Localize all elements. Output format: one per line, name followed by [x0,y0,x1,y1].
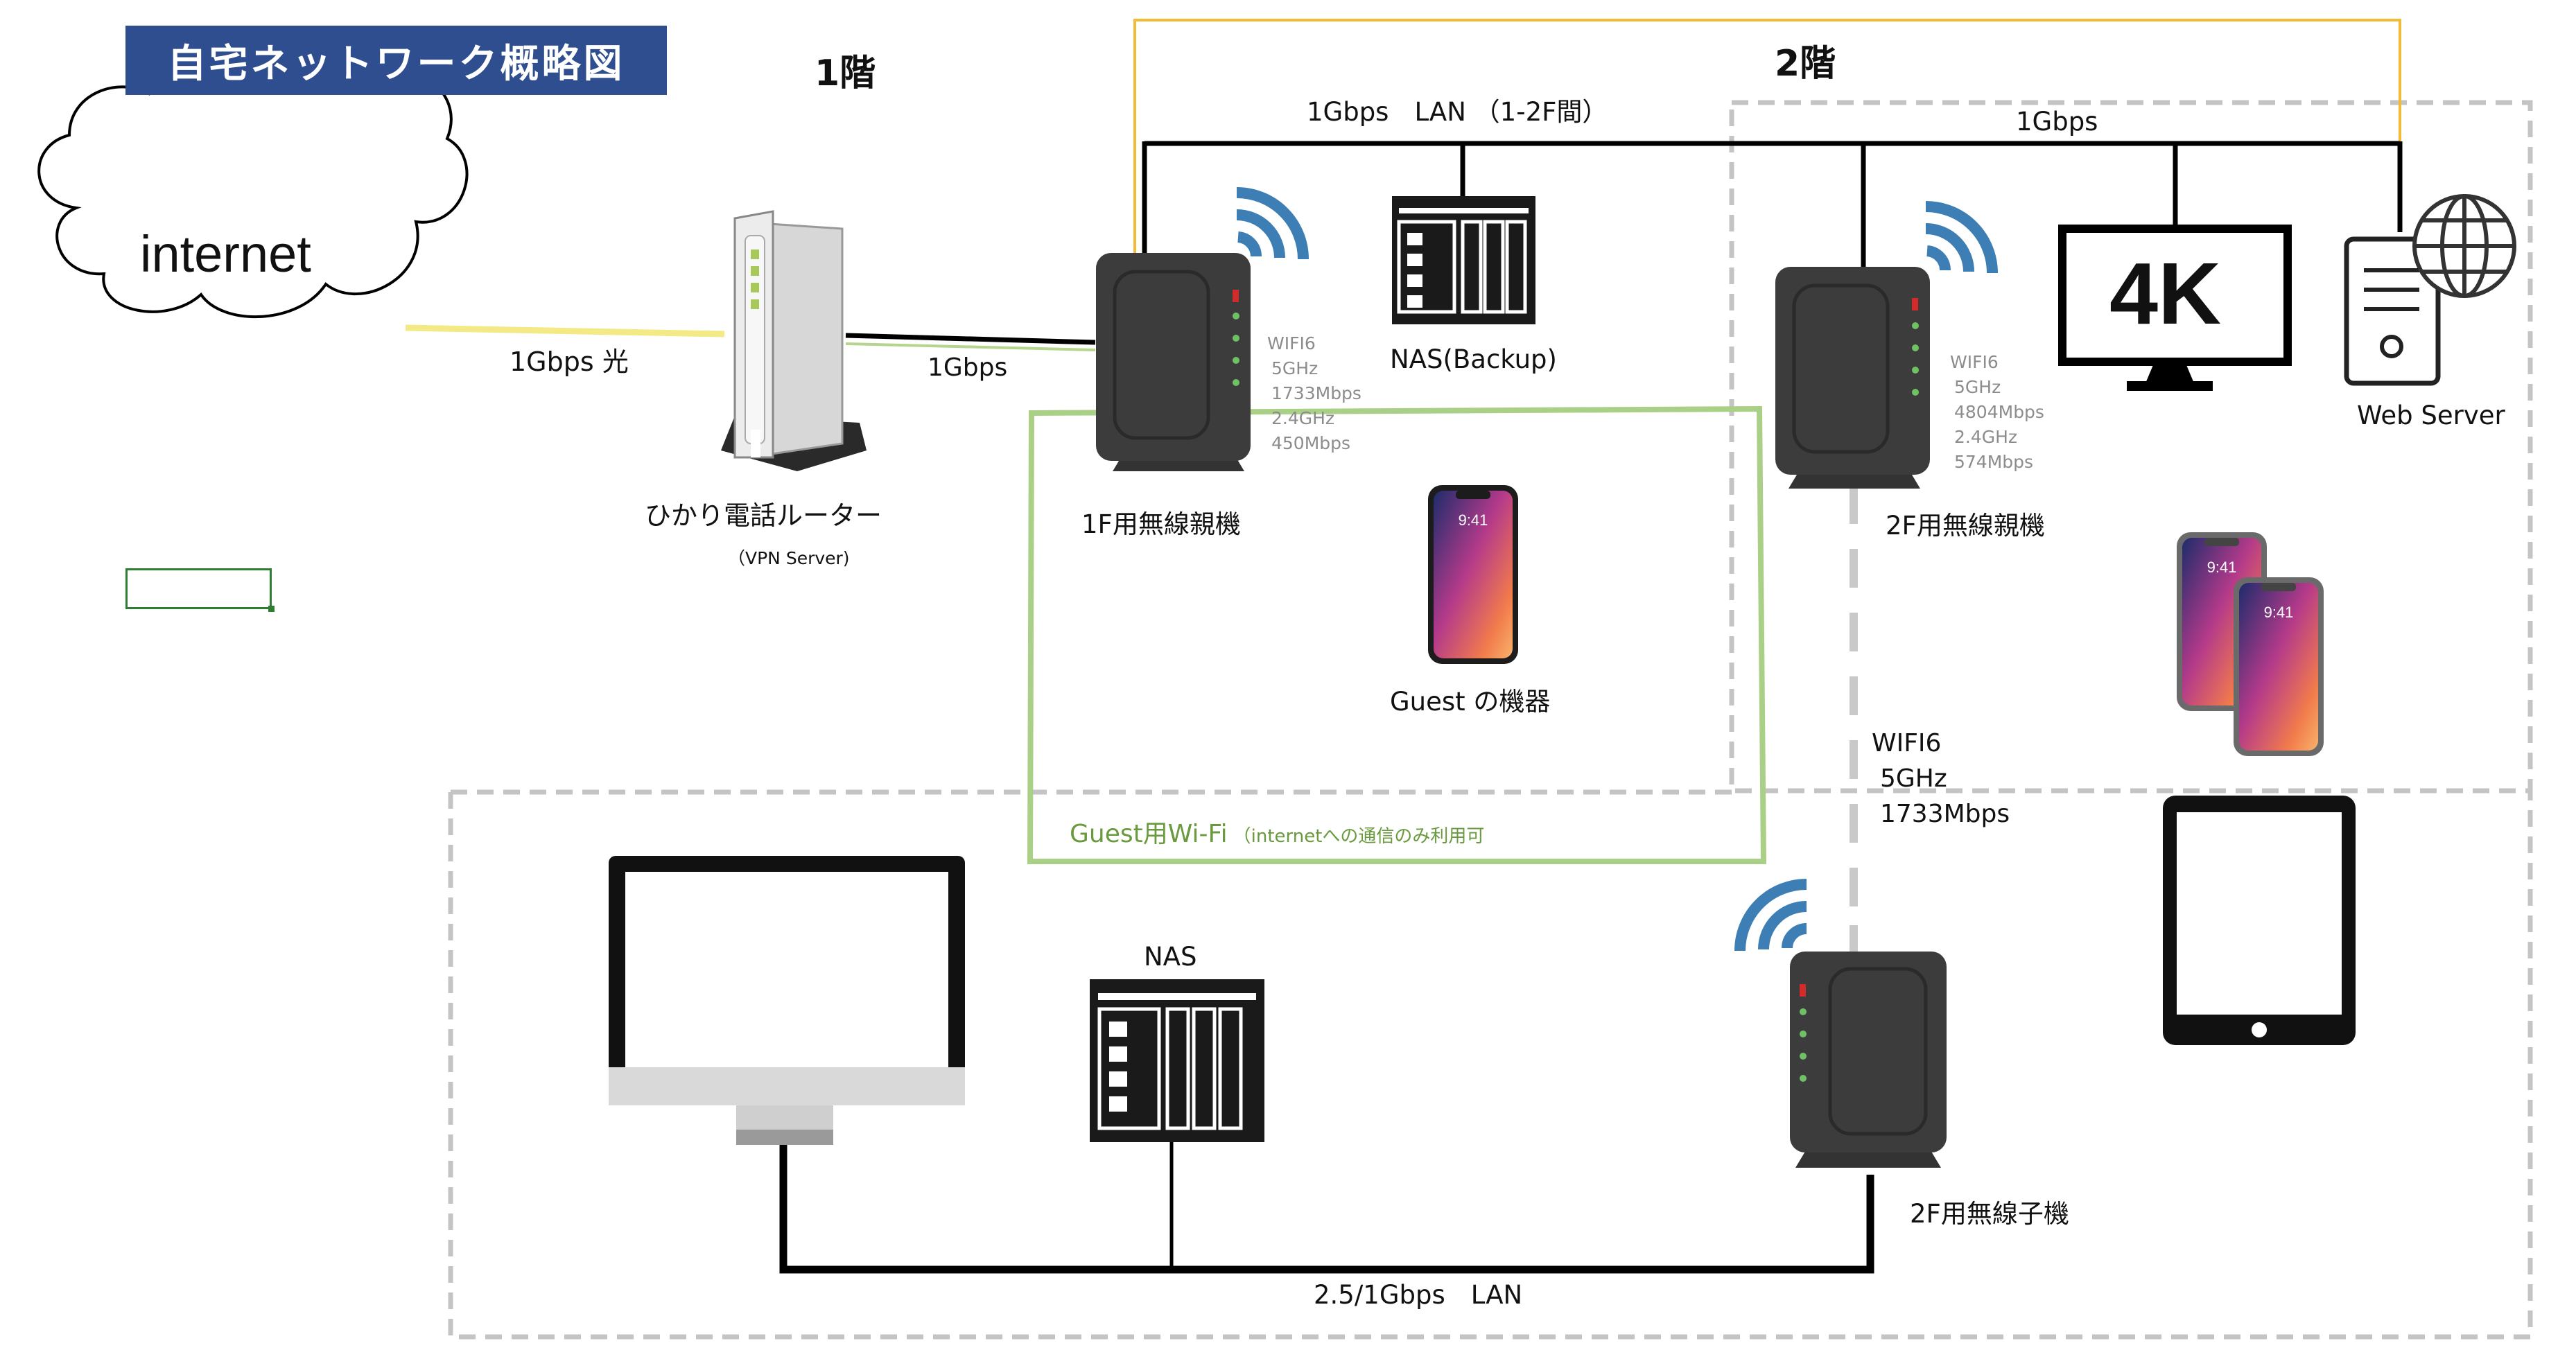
phone-clock-front: 9:41 [2264,604,2294,621]
phone-clock: 9:41 [1459,511,1488,529]
page-title: 自宅ネットワーク概略図 [125,26,667,95]
nas-icon [1090,979,1264,1142]
guest-wifi-note: （internetへの通信のみ利用可 [1233,826,1485,847]
floor-2-zone [1729,100,2533,794]
nas-backup-icon [1392,196,1535,324]
mesh-spec-rate: 1733Mbps [1880,800,2010,828]
tablet-icon [2163,796,2356,1045]
tv-4k-label: 4K [2109,245,2222,342]
guest-phone-icon: 9:41 [1428,485,1518,664]
web-server-name: Web Server [2357,401,2505,430]
floor-2-label: 2階 [1775,43,1836,85]
ap-1f-spec-standard: WIFI6 [1267,333,1316,353]
desktop-monitor-icon [609,856,965,1145]
fiber-speed-label: 1Gbps 光 [510,347,629,377]
lan-bottom-label: 2.5/1Gbps LAN [1314,1280,1523,1310]
router-name: ひかり電話ルーター [645,500,882,531]
extender-2f-icon [1790,952,1947,1168]
router-ap-line [845,333,1096,345]
ap-2f-spec-rate-24: 574Mbps [1954,452,2034,472]
router-sub: （VPN Server) [728,548,850,568]
wifi-icon-extender [1734,879,1807,952]
selected-cell[interactable] [125,568,275,612]
guest-wifi-label: Guest用Wi-Fi（internetへの通信のみ利用可 [1070,822,1484,847]
router-ap-speed-label: 1Gbps [928,353,1008,382]
orange-link [1133,19,2401,253]
extender-2f-name: 2F用無線子機 [1910,1199,2069,1229]
floor-1-label: 1階 [815,53,876,94]
guest-wifi-zone [1027,405,1767,864]
ap-1f-icon [1096,253,1251,471]
fiber-line [405,324,725,338]
ap-1f-spec-band-24: 2.4GHz [1271,408,1335,428]
router-ap-line-green [845,342,1096,351]
ap-2f-spec-standard: WIFI6 [1950,352,1999,372]
router-icon [721,210,867,471]
lan-2f-label: 1Gbps [2016,107,2098,137]
floor-1-lower-zone [448,791,2533,1340]
wifi-icon-ap1f [1236,187,1309,260]
mesh-spec-band: 5GHz [1880,764,1947,793]
wifi-icon-ap2f [1925,201,1998,274]
web-server-icon [2344,236,2441,386]
bottom-lan [779,1145,1874,1274]
ap-2f-spec-band-5: 5GHz [1954,377,2001,397]
internet-label: internet [140,225,311,283]
ap-2f-name: 2F用無線親機 [1886,511,2045,541]
ap-1f-spec-rate-24: 450Mbps [1271,433,1351,453]
ap-2f-specs: WIFI6 5GHz 4804Mbps 2.4GHz 574Mbps [1950,350,2044,475]
globe-icon [2412,194,2516,298]
guest-wifi-name: Guest用Wi-Fi [1070,820,1228,848]
phone-clock-back: 9:41 [2207,559,2237,576]
phone-2f-front-icon: 9:41 [2234,577,2324,756]
nas-name: NAS [1144,942,1197,972]
tv-icon [2058,225,2292,391]
guest-device-name: Guest の機器 [1390,687,1551,717]
ap-1f-specs: WIFI6 5GHz 1733Mbps 2.4GHz 450Mbps [1267,331,1361,456]
ap-1f-spec-band-5: 5GHz [1271,358,1319,378]
ap-2f-spec-rate-5: 4804Mbps [1954,402,2044,422]
ap-1f-spec-rate-5: 1733Mbps [1271,383,1361,403]
mesh-link-specs: WIFI6 5GHz 1733Mbps [1872,726,2010,832]
ap-2f-icon [1775,267,1930,489]
ap-2f-spec-band-24: 2.4GHz [1954,427,2018,447]
nas-backup-name: NAS(Backup) [1390,344,1557,374]
ap-1f-name: 1F用無線親機 [1081,509,1241,539]
mesh-spec-standard: WIFI6 [1872,729,1942,757]
lan-1f-2f-label: 1Gbps LAN （1-2F間） [1307,97,1608,127]
